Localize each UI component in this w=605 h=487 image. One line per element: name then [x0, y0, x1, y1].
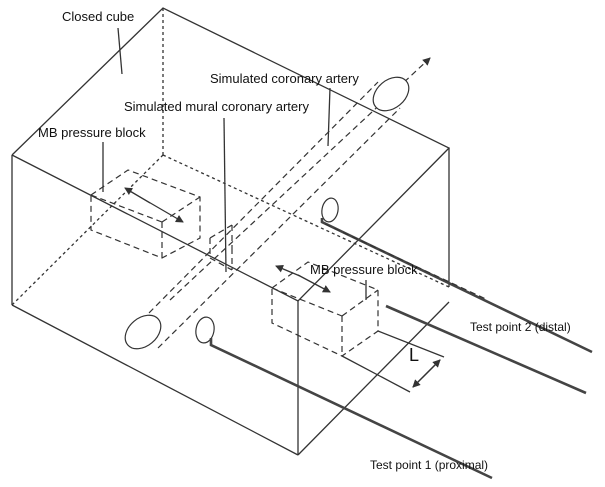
closed-cube-leader — [117, 27, 123, 75]
mural-box-top — [209, 224, 233, 239]
right-block-edge-b — [341, 289, 379, 317]
proximal-wire — [209, 338, 493, 480]
mural-segment — [209, 224, 233, 271]
distal-wire — [320, 218, 593, 354]
mural-box-bottom — [209, 257, 233, 271]
left-block-edge-a — [90, 194, 163, 223]
dimension-ext-1 — [377, 330, 445, 358]
hidden-back-bottom-edge — [11, 154, 164, 306]
leader-lines — [102, 27, 367, 300]
right-wire — [385, 304, 587, 395]
right-block-arrow — [297, 274, 331, 293]
left-block-arrow-back — [124, 187, 151, 204]
left-mb-pressure-block — [90, 169, 201, 259]
left-block-outline — [90, 169, 201, 259]
test-point-2-label: Test point 2 (distal) — [470, 320, 571, 334]
left-block-edge-b — [161, 196, 201, 223]
hidden-right-bottom-edge — [162, 154, 450, 288]
simulated-coronary-artery — [124, 57, 431, 350]
dimension-ext-2 — [341, 355, 411, 393]
dimension-arrow-back — [412, 359, 441, 388]
length-label: L — [409, 345, 420, 365]
artery-outlet-ellipse — [372, 76, 410, 112]
right-block-arrow-back — [275, 265, 301, 277]
test-point-1-label: Test point 1 (proximal) — [370, 458, 489, 472]
proximal-port-ellipse — [195, 316, 215, 344]
left-mb-pressure-block-label: MB pressure block — [38, 125, 146, 140]
length-dimension — [341, 330, 445, 393]
right-block-edge-a — [271, 287, 343, 317]
artery-upper-edge — [141, 81, 379, 321]
cube-bottom-left-edge — [11, 304, 299, 456]
cube-bottom-right-edge — [297, 301, 450, 456]
closed-cube — [11, 7, 451, 456]
artery-lower-edge — [157, 107, 401, 349]
cube-hidden-edges — [11, 8, 450, 306]
simulated-mural-coronary-artery-label: Simulated mural coronary artery — [124, 99, 309, 114]
artery-inlet-ellipse — [124, 314, 162, 350]
closed-cube-label: Closed cube — [62, 9, 135, 24]
distal-port-ellipse — [321, 197, 339, 223]
simulated-coronary-artery-label: Simulated coronary artery — [210, 71, 359, 86]
right-mb-pressure-block-label: MB pressure block — [310, 262, 418, 277]
coronary-artery-leader — [327, 87, 331, 147]
mural-artery-leader — [223, 117, 227, 273]
measurement-wires — [209, 218, 593, 480]
